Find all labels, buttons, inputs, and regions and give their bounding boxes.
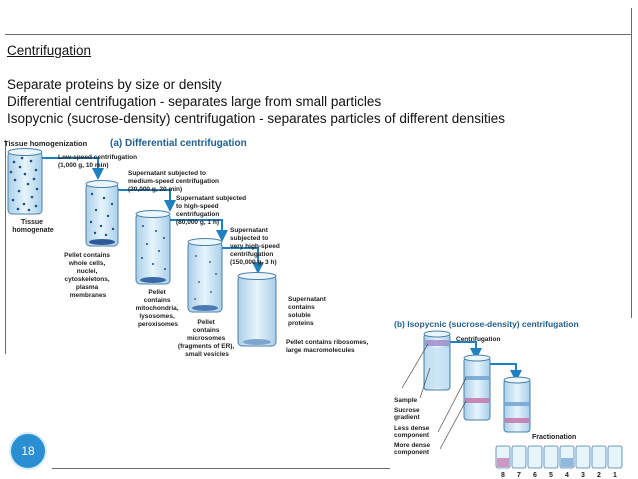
bullet-2: Differential centrifugation - separates … (7, 94, 382, 109)
page-number-badge: 18 (9, 432, 47, 470)
less-dense-label: Less dense component (394, 425, 431, 439)
centrifuged-tube (463, 354, 491, 421)
frame-bottom-line (52, 468, 392, 469)
sample-pointer (401, 343, 429, 389)
tube-1-tissue-homogenate (7, 148, 43, 215)
differential-centrifugation-figure: Tissue homogenization (a) Differential c… (4, 138, 370, 358)
step-3-label: Supernatant subjected to high-speed cent… (176, 195, 248, 226)
tube-3 (135, 210, 171, 285)
arrow-step-4 (222, 247, 264, 274)
page-number: 18 (21, 444, 35, 458)
slide-title: Centrifugation (7, 43, 92, 58)
gradient-pointer (419, 367, 431, 399)
sample-label: Sample (394, 397, 418, 404)
frame-top-line (5, 34, 632, 35)
figure-b-heading: (b) Isopycnic (sucrose-density) centrifu… (394, 319, 579, 329)
more-dense-pointer (439, 400, 467, 450)
gradient-tube (423, 330, 451, 391)
fractionation-tube (503, 376, 531, 433)
supernatant-final-label: Supernatant contains soluble proteins (288, 296, 328, 327)
arrow-step-1 (42, 157, 104, 180)
bullet-1: Separate proteins by size or density (7, 77, 222, 92)
fraction-tubes (495, 445, 623, 469)
sucrose-gradient-label: Sucrose gradient (394, 407, 421, 421)
centrifugation-label: Centrifugation (456, 336, 500, 343)
tube-5 (237, 272, 277, 347)
figure-a-heading: (a) Differential centrifugation (110, 138, 247, 149)
fraction-number: 5 (549, 472, 553, 479)
step-4-label: Supernatant subjected to very high-speed… (230, 227, 282, 266)
tissue-homogenization-label: Tissue homogenization (4, 139, 88, 148)
tube-2 (85, 180, 119, 247)
fraction-number: 6 (533, 472, 537, 479)
pellet-2-label: Pellet contains mitochondria, lysosomes,… (136, 289, 181, 328)
fraction-number: 4 (565, 472, 569, 479)
arrow-to-fractionation (490, 363, 522, 382)
step-2-label: Supernatant subjected to medium-speed ce… (128, 170, 221, 193)
fraction-number: 7 (517, 472, 521, 479)
pellet-4-label: Pellet contains ribosomes, large macromo… (286, 339, 370, 354)
fraction-number: 1 (613, 472, 617, 479)
pellet-1-label: Pellet contains whole cells, nuclei, cyt… (64, 252, 112, 299)
tube-4 (187, 238, 223, 313)
fraction-number: 2 (597, 472, 601, 479)
fraction-number: 8 (501, 472, 505, 479)
step-1-label: Low-speed centrifugation (1,000 g, 10 mi… (58, 154, 139, 169)
less-dense-pointer (437, 377, 467, 433)
bullet-3: Isopycnic (sucrose-density) centrifugati… (7, 111, 505, 126)
frame-left-line (5, 140, 6, 354)
fraction-number: 3 (581, 472, 585, 479)
slide-text: Centrifugation Separate proteins by size… (7, 42, 632, 127)
more-dense-label: More dense component (394, 442, 432, 456)
pellet-3-label: Pellet contains microsomes (fragments of… (178, 319, 236, 358)
isopycnic-centrifugation-figure: (b) Isopycnic (sucrose-density) centrifu… (390, 318, 638, 479)
frame-right-line (631, 8, 632, 318)
arrow-step-2 (118, 189, 176, 212)
fractionation-label: Fractionation (532, 434, 576, 441)
arrow-centrifugation (450, 341, 482, 360)
arrow-step-3 (170, 219, 228, 242)
tissue-homogenate-label: Tissue homogenate (12, 219, 54, 234)
